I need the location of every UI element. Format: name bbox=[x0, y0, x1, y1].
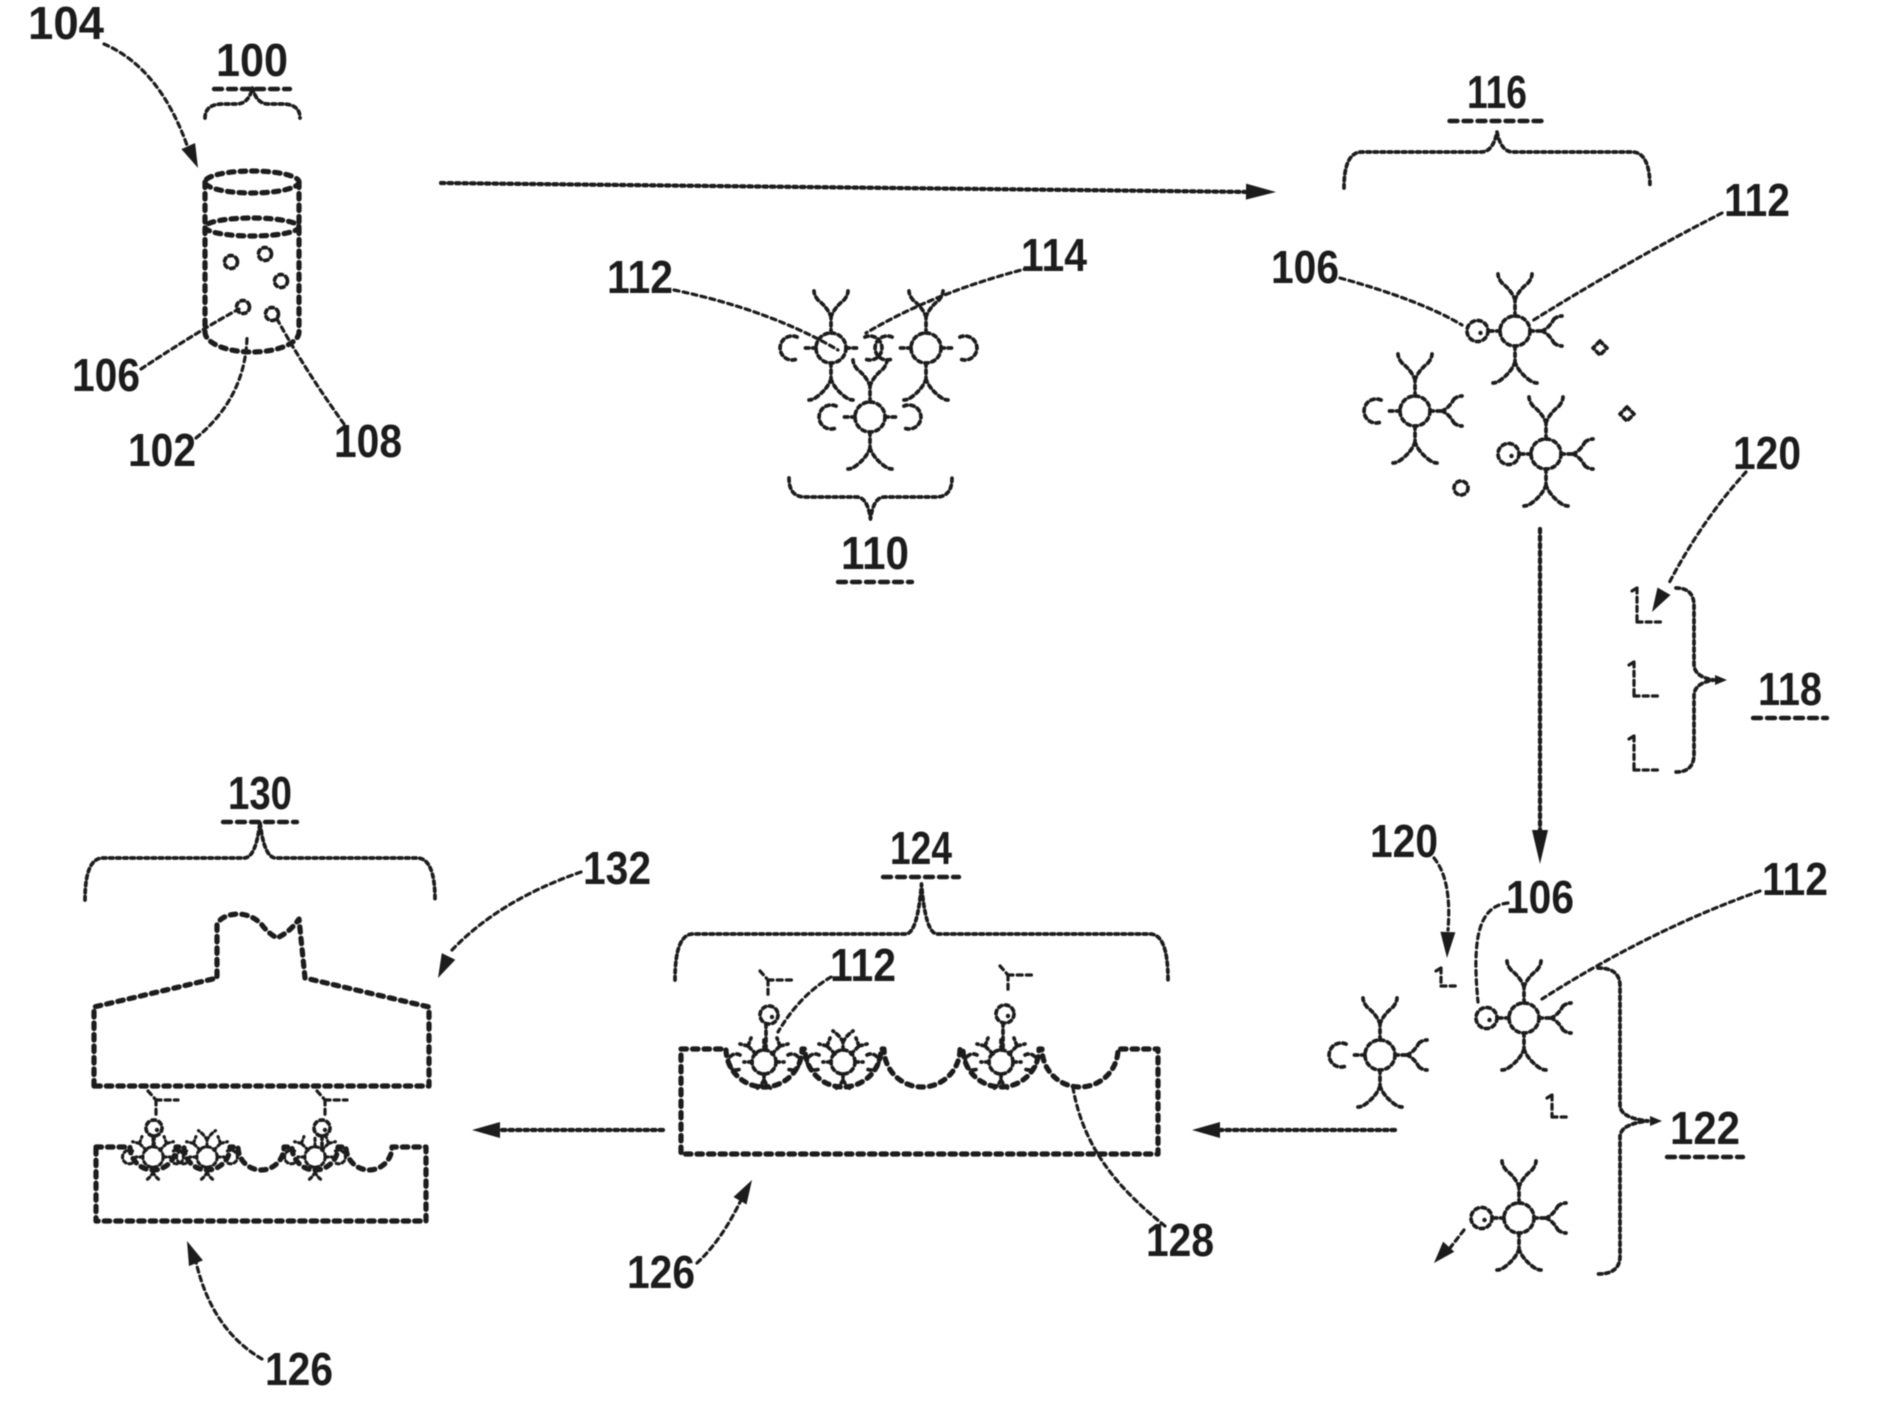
svg-text:126: 126 bbox=[265, 1343, 333, 1395]
svg-text:120: 120 bbox=[1733, 427, 1801, 479]
svg-text:124: 124 bbox=[890, 822, 952, 874]
svg-text:106: 106 bbox=[1506, 871, 1574, 923]
svg-text:132: 132 bbox=[583, 842, 651, 894]
svg-text:116: 116 bbox=[1467, 66, 1527, 118]
svg-text:122: 122 bbox=[1670, 1102, 1740, 1154]
svg-text:104: 104 bbox=[28, 0, 104, 49]
svg-text:126: 126 bbox=[627, 1246, 695, 1298]
svg-text:106: 106 bbox=[1271, 241, 1339, 293]
svg-text:110: 110 bbox=[841, 527, 909, 579]
svg-text:128: 128 bbox=[1146, 1214, 1214, 1266]
svg-text:112: 112 bbox=[1762, 853, 1828, 905]
svg-text:112: 112 bbox=[830, 939, 896, 991]
svg-text:130: 130 bbox=[228, 767, 292, 819]
svg-text:112: 112 bbox=[607, 251, 673, 303]
svg-text:100: 100 bbox=[216, 34, 288, 86]
svg-text:120: 120 bbox=[1370, 815, 1438, 867]
svg-text:114: 114 bbox=[1021, 229, 1087, 281]
svg-text:112: 112 bbox=[1724, 174, 1790, 226]
svg-text:106: 106 bbox=[72, 349, 140, 401]
svg-text:102: 102 bbox=[128, 424, 196, 476]
svg-text:118: 118 bbox=[1758, 663, 1822, 715]
